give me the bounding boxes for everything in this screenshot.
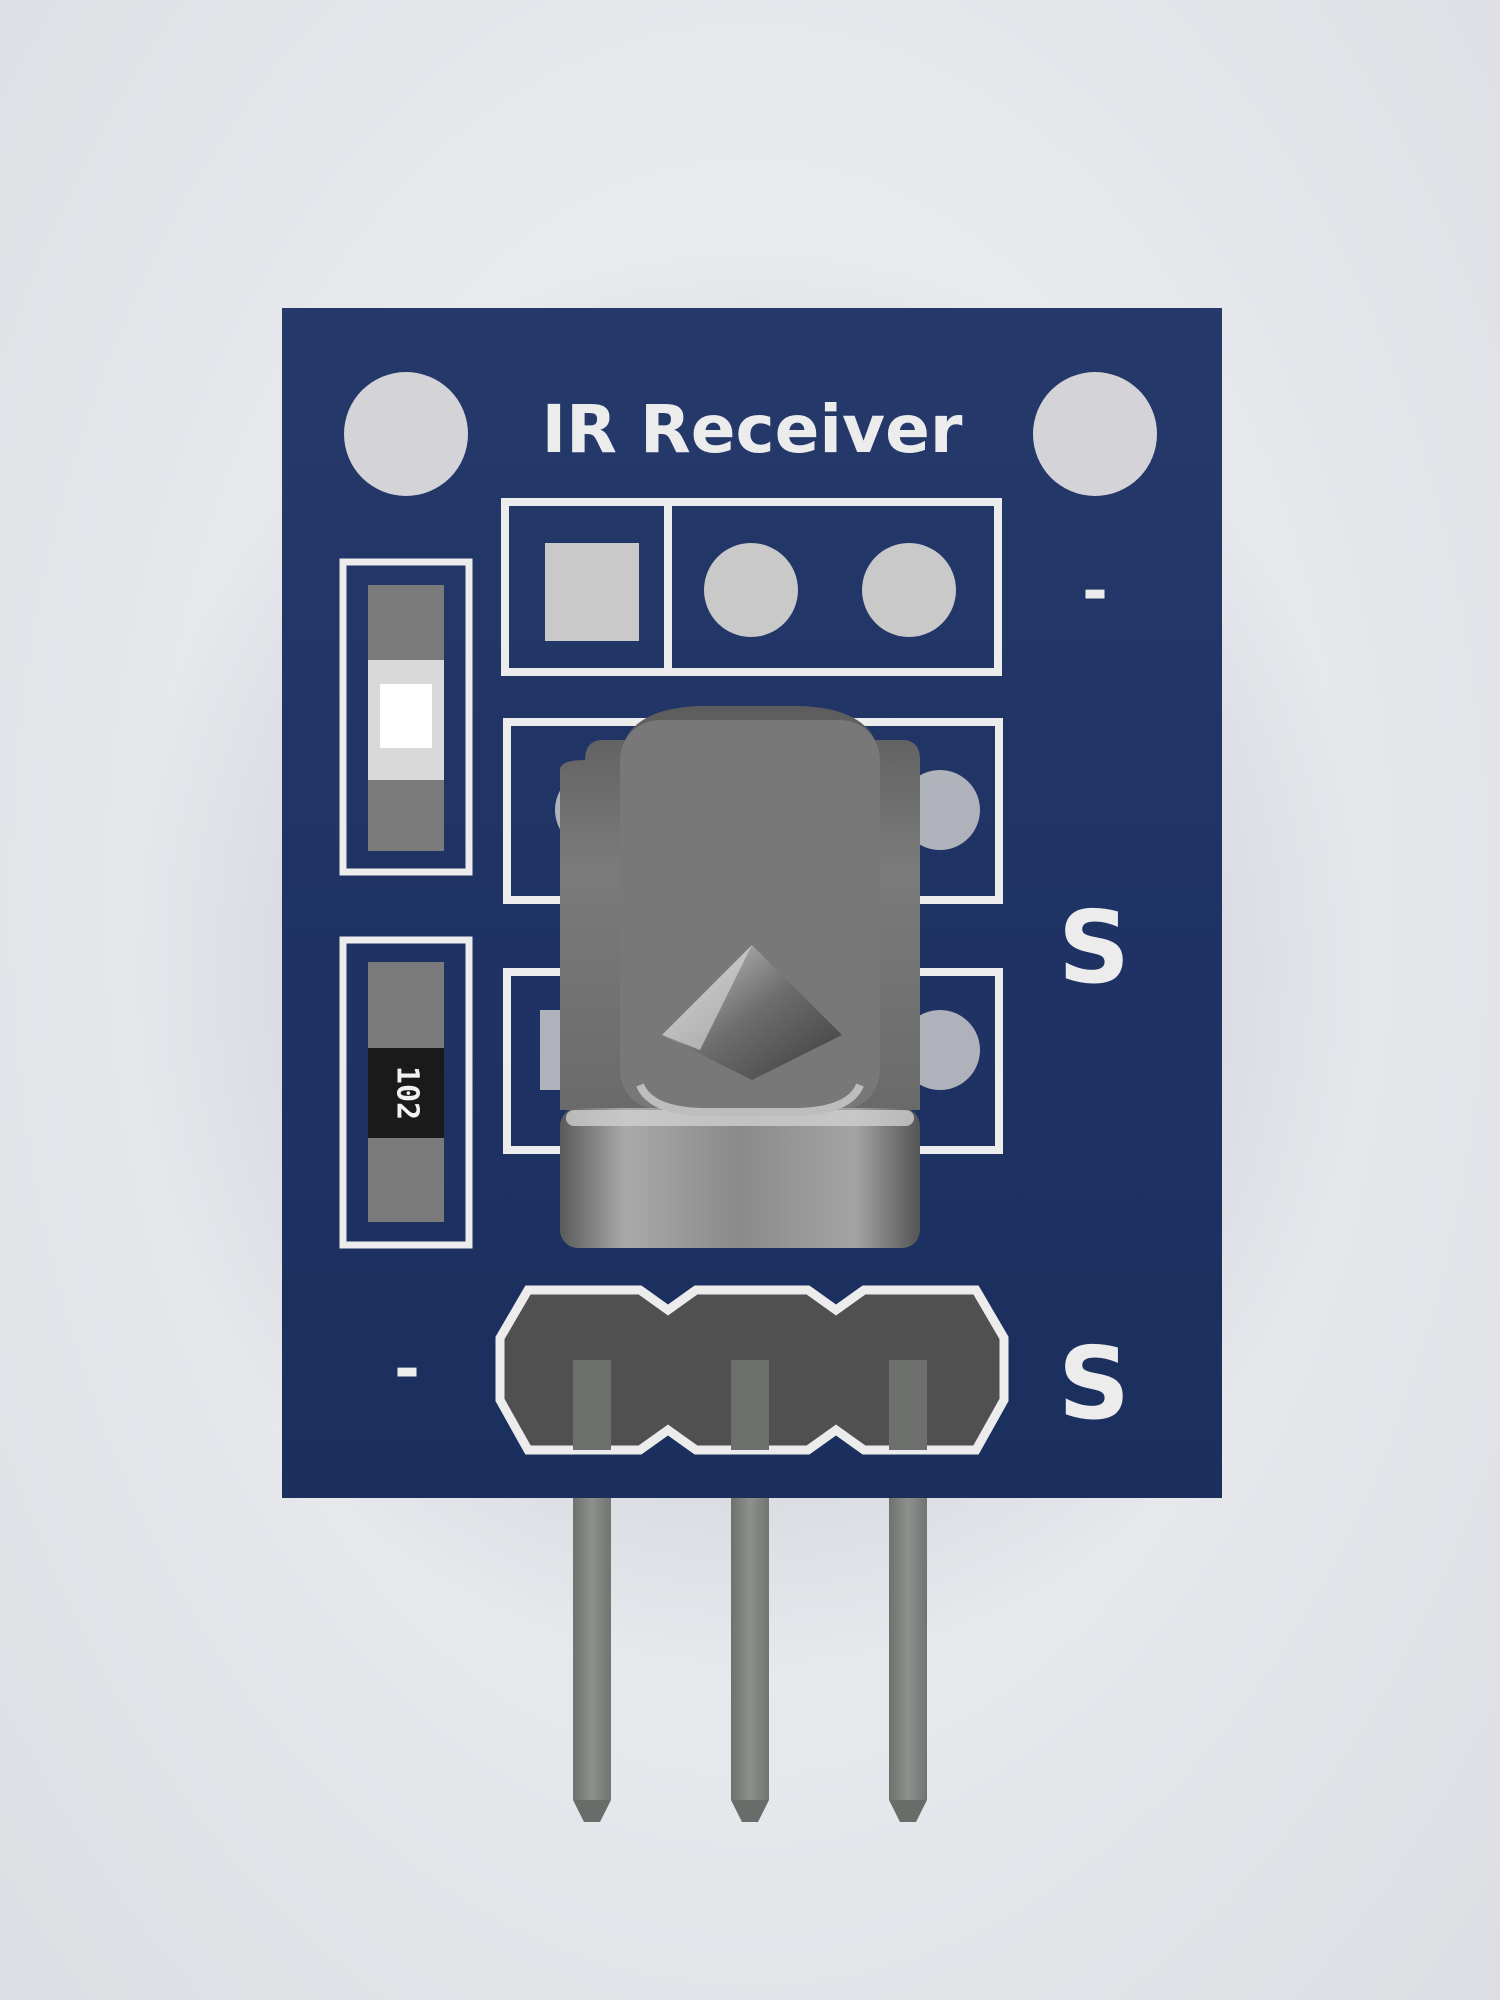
pin-label-middle-right: S <box>1058 889 1130 1006</box>
pin-label-bottom-left: - <box>394 1332 420 1405</box>
pin-label-top-right: - <box>1082 554 1108 627</box>
round-pad-2 <box>862 543 956 637</box>
smd-resistor: 102 <box>339 936 473 1249</box>
mounting-hole-left <box>344 372 468 496</box>
mounting-hole-right <box>1033 372 1157 496</box>
pin-header-housing <box>495 1285 1009 1455</box>
round-pad-1 <box>704 543 798 637</box>
board-title: IR Receiver <box>542 391 963 468</box>
top-pad-block <box>501 498 1002 676</box>
smd-led <box>339 558 473 876</box>
resistor-code: 102 <box>390 1066 425 1120</box>
pin-label-bottom-right: S <box>1058 1325 1130 1442</box>
sensor-front-face <box>560 1108 920 1248</box>
square-pad <box>545 543 639 641</box>
sensor-dome <box>662 945 842 1080</box>
ir-sensor <box>560 706 920 1248</box>
